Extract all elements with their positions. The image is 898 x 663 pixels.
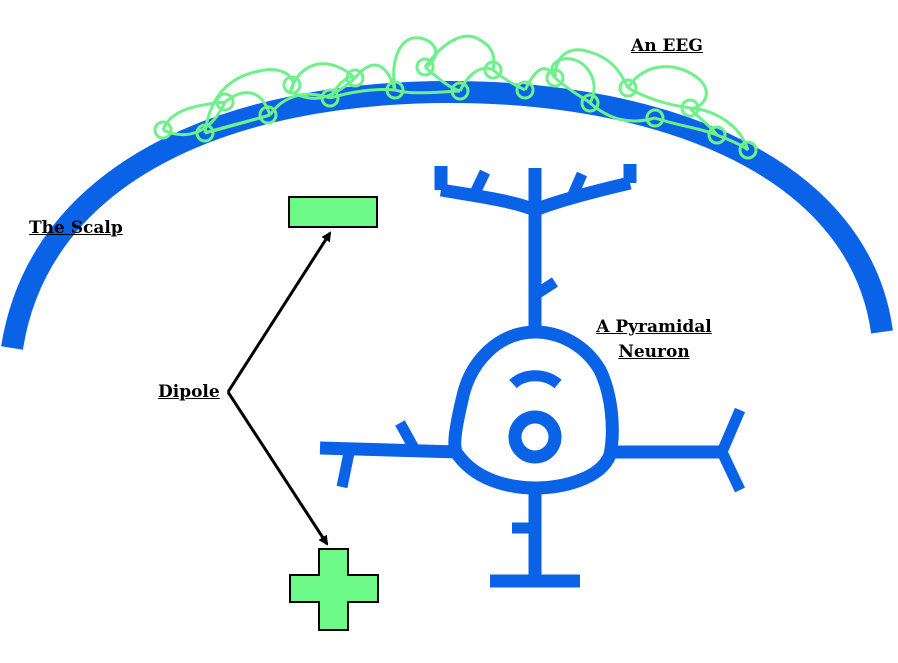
nucleus	[508, 410, 562, 464]
arrow-to-positive	[226, 391, 329, 546]
pyramidal-neuron	[319, 164, 746, 588]
electrode	[385, 80, 405, 100]
scalp-label: The Scalp	[29, 218, 123, 238]
eeg-label: An EEG	[631, 36, 703, 56]
apical-tuft-left	[439, 183, 538, 217]
arrow-to-negative	[226, 231, 332, 393]
electrode	[515, 80, 535, 100]
soma	[448, 325, 619, 495]
electrode	[645, 108, 665, 128]
positive-charge-icon	[289, 548, 379, 631]
electrode	[153, 120, 173, 140]
electrode	[545, 68, 565, 88]
apical-spine	[532, 277, 558, 300]
nucleus-arc	[509, 370, 562, 389]
electrode	[450, 81, 470, 101]
electrode	[282, 75, 302, 95]
neuron-label-line2: Neuron	[618, 342, 690, 362]
electrode	[618, 78, 638, 98]
electrode	[320, 88, 340, 108]
electrode	[345, 68, 365, 88]
electrode	[580, 93, 600, 113]
electrode	[195, 123, 215, 143]
basal-dendrite-left	[319, 441, 459, 459]
neuron-label-line1: A Pyramidal	[596, 317, 712, 337]
electrode	[415, 57, 435, 77]
electrode	[215, 92, 235, 112]
dipole-label: Dipole	[158, 382, 220, 402]
electrode	[680, 98, 700, 118]
negative-charge-icon	[288, 196, 378, 228]
eeg-electrodes	[153, 57, 758, 160]
electrode	[483, 60, 503, 80]
electrode	[738, 140, 758, 160]
dipole-arrows	[226, 231, 332, 546]
electrode	[258, 105, 278, 125]
apical-tuft-right	[532, 176, 632, 217]
electrode	[707, 125, 727, 145]
scalp-arc	[1, 80, 893, 350]
